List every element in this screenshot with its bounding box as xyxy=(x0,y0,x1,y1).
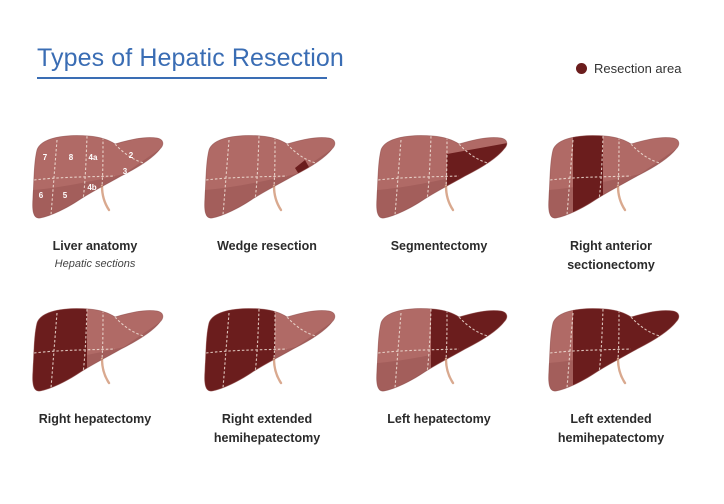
liver-diagram-left_extended xyxy=(548,308,680,392)
falciform-vessel xyxy=(444,357,455,385)
segment-divider xyxy=(617,136,620,188)
panel-label: Left hepatectomy xyxy=(387,412,491,426)
panel-label: Left extended xyxy=(570,412,652,426)
segment-divider xyxy=(33,175,116,181)
segment-divider xyxy=(82,135,88,201)
segment-divider xyxy=(598,135,604,201)
liver-shadow xyxy=(376,149,504,219)
liver-diagram-right xyxy=(32,308,164,392)
falciform-vessel xyxy=(100,184,111,212)
panel-label: Wedge resection xyxy=(217,239,317,253)
segment-divider xyxy=(205,348,288,354)
liver-shadow xyxy=(204,149,332,219)
title-underline xyxy=(37,77,327,79)
falciform-vessel xyxy=(100,357,111,385)
segment-divider xyxy=(566,139,574,216)
segment-divider xyxy=(273,136,276,188)
legend-label: Resection area xyxy=(594,61,682,76)
segment-divider xyxy=(566,312,574,389)
panel-label: hemihepatectomy xyxy=(557,431,665,445)
panel-label: sectionectomy xyxy=(567,258,655,272)
segment-divider xyxy=(222,139,230,216)
segment-divider xyxy=(273,309,276,361)
legend: Resection area xyxy=(576,61,681,76)
liver-shadow xyxy=(32,149,161,219)
panel-label: Right anterior xyxy=(570,239,652,253)
panel-label: Right extended xyxy=(221,412,313,426)
liver-diagram-segment xyxy=(376,135,508,219)
segment-label: 4a xyxy=(89,153,98,162)
segment-divider xyxy=(222,312,230,389)
liver-diagram-right_anterior xyxy=(548,135,680,219)
segment-divider xyxy=(50,139,58,216)
segment-divider xyxy=(549,175,632,181)
segment-label: 6 xyxy=(39,191,44,200)
resection-area-dot-icon xyxy=(576,63,587,74)
segment-label: 7 xyxy=(43,153,48,162)
liver-diagram-wedge xyxy=(204,135,336,219)
falciform-vessel xyxy=(616,184,627,212)
segment-divider xyxy=(254,135,260,201)
panel-sublabel: Hepatic sections xyxy=(54,258,136,270)
segment-divider xyxy=(598,308,604,374)
segment-divider xyxy=(394,312,402,389)
liver-diagram-right_extended xyxy=(204,308,336,392)
segment-divider xyxy=(377,348,460,354)
liver-diagram-none: 7 8 4a 23 6 5 4b xyxy=(32,135,164,219)
segment-label: 8 xyxy=(69,153,74,162)
segment-divider xyxy=(445,309,448,361)
segment-label: 3 xyxy=(123,167,128,176)
segment-divider xyxy=(549,348,632,354)
segment-divider xyxy=(33,348,116,354)
panel-label: Segmentectomy xyxy=(390,239,488,253)
segment-label: 2 xyxy=(129,151,134,160)
segment-label: 4b xyxy=(87,183,96,192)
segment-divider xyxy=(50,312,58,389)
segment-divider xyxy=(394,139,402,216)
falciform-vessel xyxy=(272,357,283,385)
panel-label: Right hepatectomy xyxy=(38,412,152,426)
segment-divider xyxy=(82,308,88,374)
segment-divider xyxy=(101,309,104,361)
segment-divider xyxy=(205,175,288,181)
segment-divider xyxy=(426,308,432,374)
panel-label: Liver anatomy xyxy=(52,239,138,253)
resection-area xyxy=(431,308,507,392)
falciform-vessel xyxy=(616,357,627,385)
segment-divider xyxy=(426,135,432,201)
page-title: Types of Hepatic Resection xyxy=(37,44,344,72)
segment-divider xyxy=(617,309,620,361)
segment-divider xyxy=(254,308,260,374)
segment-divider xyxy=(101,136,104,188)
segment-label: 5 xyxy=(63,191,68,200)
segment-divider xyxy=(377,175,460,181)
resection-area xyxy=(573,308,679,392)
liver-diagram-left xyxy=(376,308,508,392)
segment-divider xyxy=(445,136,448,188)
panel-label: hemihepatectomy xyxy=(213,431,321,445)
resection-area xyxy=(295,160,310,176)
falciform-vessel xyxy=(444,184,455,212)
falciform-vessel xyxy=(272,184,283,212)
